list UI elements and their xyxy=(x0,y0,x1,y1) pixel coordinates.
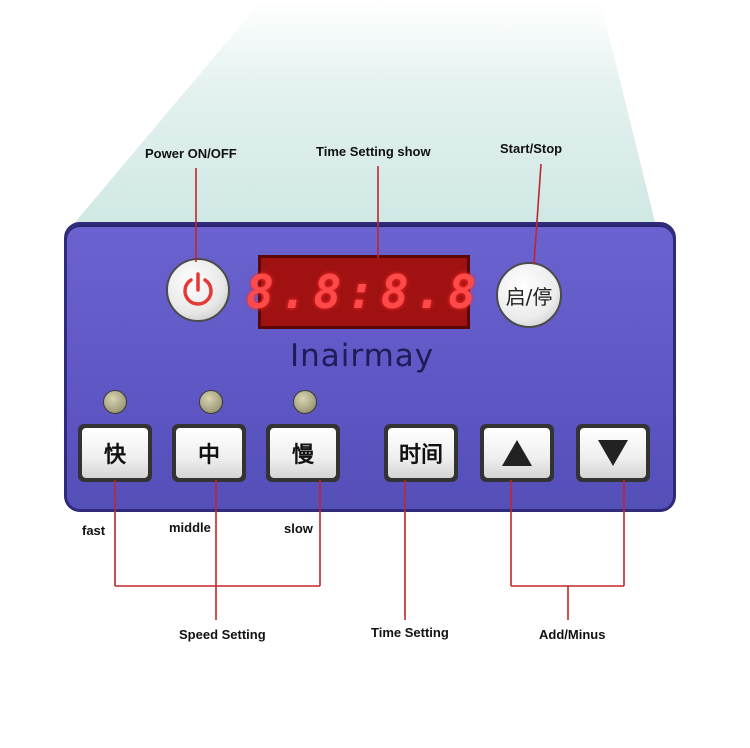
time-display: 8.8:8.8 xyxy=(246,255,476,329)
brand-name: Inairmay xyxy=(290,338,435,374)
down-triangle-icon xyxy=(598,440,628,466)
callout-time-show: Time Setting show xyxy=(316,144,431,159)
power-icon xyxy=(183,272,213,306)
add-button[interactable] xyxy=(480,424,554,482)
add-key-label xyxy=(484,428,550,478)
fast-button[interactable]: 快 xyxy=(78,424,152,482)
callout-start-stop: Start/Stop xyxy=(500,141,563,156)
time-key-label: 时间 xyxy=(388,428,454,478)
minus-button[interactable] xyxy=(576,424,650,482)
up-triangle-icon xyxy=(502,440,532,466)
middle-button[interactable]: 中 xyxy=(172,424,246,482)
slow-button[interactable]: 慢 xyxy=(266,424,340,482)
callout-power: Power ON/OFF xyxy=(145,146,237,161)
led-fast xyxy=(103,390,127,414)
time-button[interactable]: 时间 xyxy=(384,424,458,482)
led-middle xyxy=(199,390,223,414)
control-panel xyxy=(64,222,676,512)
start-stop-button[interactable]: 启/停 xyxy=(496,262,562,328)
fast-key-label: 快 xyxy=(82,428,148,478)
callout-fast: fast xyxy=(82,523,106,538)
callout-slow: slow xyxy=(284,521,313,536)
callout-add-minus: Add/Minus xyxy=(539,627,606,642)
minus-key-label xyxy=(580,428,646,478)
callout-middle: middle xyxy=(169,520,211,535)
middle-key-label: 中 xyxy=(176,428,242,478)
slow-key-label: 慢 xyxy=(270,428,336,478)
callout-time-setting: Time Setting xyxy=(371,625,449,640)
power-button[interactable] xyxy=(166,258,230,322)
display-digits: 8.8:8.8 xyxy=(246,265,482,319)
led-slow xyxy=(293,390,317,414)
start-stop-label: 启/停 xyxy=(505,284,553,309)
callout-speed-setting: Speed Setting xyxy=(179,627,266,642)
